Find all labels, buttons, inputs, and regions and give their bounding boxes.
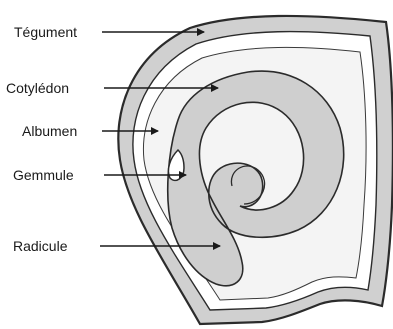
label-radicule: Radicule [13,238,67,254]
label-albumen: Albumen [22,123,77,139]
label-tegument: Tégument [14,24,77,40]
label-gemmule: Gemmule [13,167,74,183]
label-cotyledon: Cotylédon [6,80,69,96]
